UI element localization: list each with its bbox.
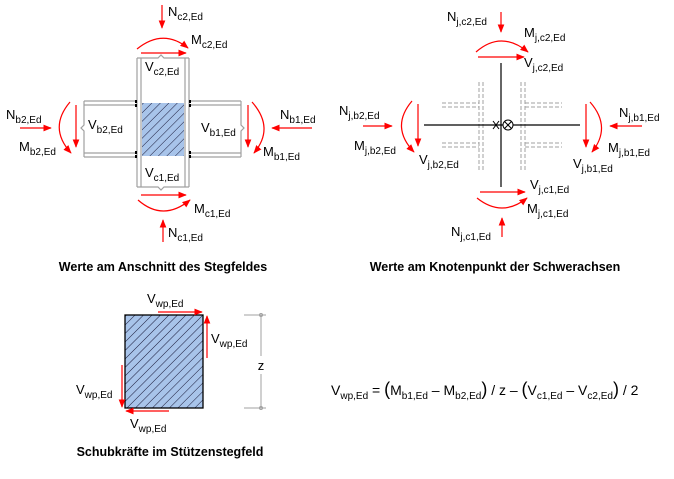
caption-section: Werte am Anschnitt des Stegfeldes <box>59 260 267 274</box>
right-beam <box>189 100 245 158</box>
label-n-c1: Nc1,Ed <box>168 225 203 244</box>
centroid-axes <box>424 63 580 187</box>
shear-formula: Vwp,Ed = (Mb1,Ed – Mb2,Ed) / z – (Vc1,Ed… <box>331 379 639 402</box>
label-vwp-left: Vwp,Ed <box>76 382 112 401</box>
label-mj-c2: Mj,c2,Ed <box>524 25 565 44</box>
label-vwp-bottom: Vwp,Ed <box>130 416 166 435</box>
arc-m-c1 <box>137 199 191 212</box>
shear-diagram: Vwp,Ed Vwp,Ed Vwp,Ed Vwp,Ed z Schubkräft… <box>76 291 266 459</box>
label-nj-c2: Nj,c2,Ed <box>447 9 487 28</box>
label-m-c2: Mc2,Ed <box>191 32 227 51</box>
label-vwp-right: Vwp,Ed <box>211 331 247 350</box>
label-mj-b2: Mj,b2,Ed <box>354 138 396 157</box>
weld-marks <box>135 100 191 158</box>
label-vj-c1: Vj,c1,Ed <box>530 177 569 196</box>
label-m-c1: Mc1,Ed <box>194 201 230 220</box>
label-n-b2: Nb2,Ed <box>6 107 42 126</box>
dimension-z <box>244 313 266 410</box>
column <box>136 54 190 191</box>
label-vj-c2: Vj,c2,Ed <box>524 55 563 74</box>
label-v-b2: Vb2,Ed <box>88 117 123 136</box>
shear-forces <box>118 308 211 415</box>
web-panel <box>142 103 184 156</box>
label-mj-c1: Mj,c1,Ed <box>527 201 568 220</box>
arc-m-b2 <box>58 101 72 154</box>
label-vj-b1: Vj,b1,Ed <box>573 156 613 175</box>
label-v-c2: Vc2,Ed <box>145 59 179 78</box>
label-v-b1: Vb1,Ed <box>201 120 236 139</box>
section-diagram: Nc2,Ed Mc2,Ed Vc2,Ed Nb2,Ed Mb2,Ed Vb2,E… <box>6 4 316 274</box>
left-beam <box>80 100 137 158</box>
section-forces <box>20 5 312 242</box>
arc-m-c2 <box>136 37 189 50</box>
label-vwp-top: Vwp,Ed <box>147 291 183 310</box>
caption-shear: Schubkräfte im Stützenstegfeld <box>77 445 264 459</box>
arc-mj-c1 <box>476 197 528 209</box>
label-nj-c1: Nj,c1,Ed <box>451 224 491 243</box>
label-m-b2: Mb2,Ed <box>19 139 56 158</box>
label-nj-b1: Nj,b1,Ed <box>619 105 660 124</box>
label-v-c1: Vc1,Ed <box>145 165 179 184</box>
arc-mj-b1 <box>589 101 603 153</box>
label-vj-b2: Vj,b2,Ed <box>419 152 459 171</box>
label-nj-b2: Nj,b2,Ed <box>339 103 380 122</box>
label-mj-b1: Mj,b1,Ed <box>608 140 650 159</box>
arc-mj-c2 <box>475 40 529 53</box>
shear-panel <box>124 314 204 409</box>
centroid-symbol <box>492 119 514 131</box>
arc-m-b1 <box>251 101 265 154</box>
label-n-b1: Nb1,Ed <box>280 107 316 126</box>
node-diagram: Nj,c2,Ed Mj,c2,Ed Vj,c2,Ed Nj,b2,Ed Mj,b… <box>339 9 660 274</box>
label-n-c2: Nc2,Ed <box>168 4 203 23</box>
dashed-outline <box>442 82 562 170</box>
label-m-b1: Mb1,Ed <box>263 144 300 163</box>
arc-mj-b2 <box>400 100 415 153</box>
caption-node: Werte am Knotenpunkt der Schwerachsen <box>370 260 621 274</box>
dimension-z-label: z <box>258 358 265 373</box>
node-forces <box>363 12 642 237</box>
